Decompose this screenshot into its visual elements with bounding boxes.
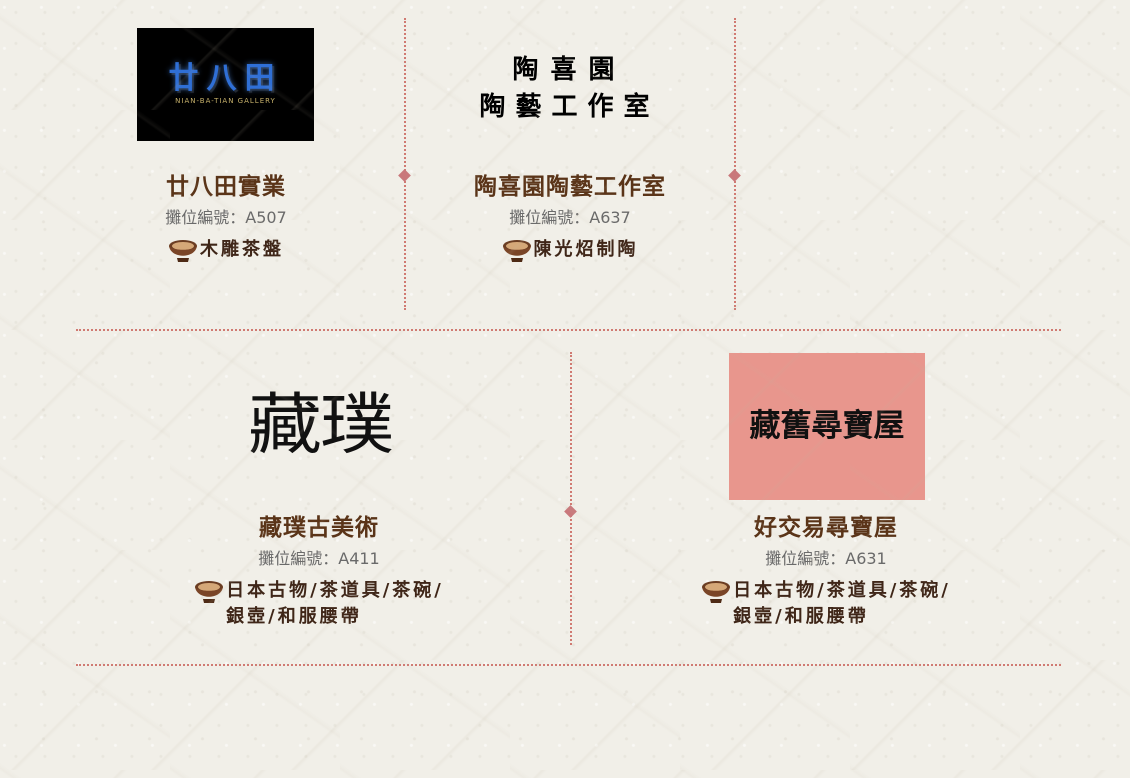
exhibitor-name: 好交易尋寶屋 <box>754 514 898 541</box>
goods-list: 日本古物/茶道具/茶碗/ 銀壺/和服腰帶 <box>701 578 951 630</box>
tea-bowl-icon <box>195 581 224 603</box>
goods-list: 陳光炤制陶 <box>502 237 639 263</box>
vertical-divider <box>734 18 736 310</box>
tea-bowl-icon <box>502 240 531 262</box>
exhibitor-logo: 藏舊尋寶屋 <box>729 353 925 500</box>
goods-text: 日本古物/茶道具/茶碗/ 銀壺/和服腰帶 <box>226 580 444 627</box>
exhibitor-name: 廿八田實業 <box>166 173 286 200</box>
logo-title: 廿八田 <box>168 61 283 96</box>
logo-text: 藏舊尋寶屋 <box>749 408 905 444</box>
divider-diamond <box>398 169 411 182</box>
exhibitor-card: 好交易尋寶屋 攤位編號：A631 日本古物/茶道具/茶碗/ 銀壺/和服腰帶 <box>701 516 951 630</box>
divider-diamond <box>728 169 741 182</box>
logo-text: 藏璞 <box>248 386 394 464</box>
horizontal-divider <box>76 329 1061 331</box>
exhibitor-logo: 廿八田 NIAN-BA-TIAN GALLERY <box>137 28 314 141</box>
booth-number: 攤位編號：A631 <box>765 549 887 568</box>
exhibitor-name: 陶喜園陶藝工作室 <box>474 173 666 200</box>
exhibitor-name: 藏璞古美術 <box>259 514 379 541</box>
goods-text: 木雕茶盤 <box>200 239 284 260</box>
goods-list: 日本古物/茶道具/茶碗/ 銀壺/和服腰帶 <box>194 578 444 630</box>
logo-subtitle: NIAN-BA-TIAN GALLERY <box>175 97 276 105</box>
booth-number: 攤位編號：A507 <box>165 208 287 227</box>
goods-text: 日本古物/茶道具/茶碗/ 銀壺/和服腰帶 <box>733 580 951 627</box>
booth-number: 攤位編號：A637 <box>509 208 631 227</box>
logo-title: 陶喜園 <box>512 54 627 85</box>
logo-subtitle: 陶藝工作室 <box>479 91 660 122</box>
booth-number: 攤位編號：A411 <box>258 549 380 568</box>
tea-bowl-icon <box>169 240 197 262</box>
divider-diamond <box>564 505 577 518</box>
goods-list: 木雕茶盤 <box>168 237 284 263</box>
exhibitor-card: 藏璞古美術 攤位編號：A411 日本古物/茶道具/茶碗/ 銀壺/和服腰帶 <box>194 516 444 630</box>
exhibitor-card: 陶喜園陶藝工作室 攤位編號：A637 陳光炤制陶 <box>445 175 695 267</box>
horizontal-divider <box>76 664 1061 666</box>
vertical-divider <box>570 352 572 645</box>
exhibitor-logo: 藏璞 <box>225 381 415 469</box>
exhibitor-logo: 陶喜園 陶藝工作室 <box>467 52 672 124</box>
vertical-divider <box>404 18 406 310</box>
goods-text: 陳光炤制陶 <box>533 239 639 260</box>
exhibitor-card: 廿八田實業 攤位編號：A507 木雕茶盤 <box>101 175 351 267</box>
tea-bowl-icon <box>702 581 731 603</box>
